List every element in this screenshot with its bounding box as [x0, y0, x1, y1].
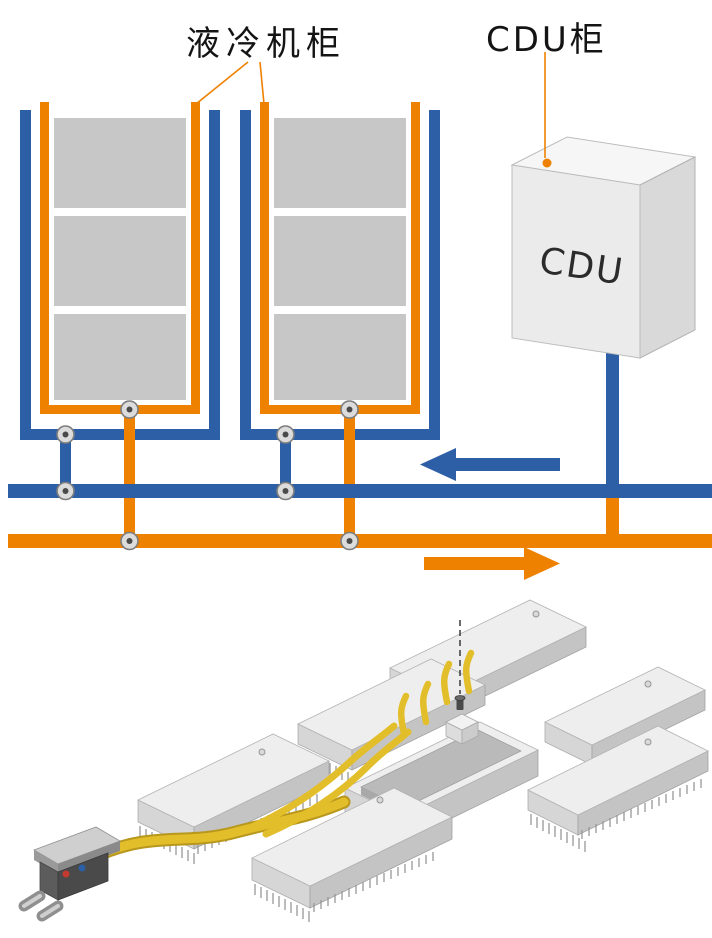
pipe-coupling — [56, 481, 75, 501]
cabinet2-supply-drop — [344, 414, 355, 548]
cold-plate-module — [137, 733, 330, 865]
cdu-leader-dot — [542, 158, 552, 168]
cold-plate-module — [527, 725, 709, 853]
pipe-coupling — [276, 481, 295, 501]
return-main-pipe — [8, 484, 712, 498]
connector-blue-marker — [78, 864, 86, 872]
coolant-tube — [441, 660, 453, 706]
mounting-screw — [454, 695, 466, 710]
cdu-return-drop — [606, 348, 619, 498]
cabinet1-return-frame — [20, 110, 220, 440]
server-unit — [274, 216, 406, 306]
pipe-coupling — [120, 400, 139, 419]
connector-red-marker — [62, 870, 70, 878]
server-unit — [274, 314, 406, 400]
coolant-tube — [420, 680, 432, 726]
liquid-cooling-cabinet-1 — [20, 102, 220, 548]
coolant-tube — [398, 692, 410, 738]
cold-plate-module — [251, 787, 453, 923]
server-unit — [54, 118, 186, 208]
cold-plate-assembly — [18, 599, 709, 923]
cabinet1-return-drop — [60, 440, 71, 498]
supply-main-pipe — [8, 534, 712, 548]
coolant-tubes — [85, 649, 475, 865]
cabinet1-supply-drop — [124, 414, 135, 548]
pipe-couplings — [56, 400, 359, 551]
cabinet-callout-label: 液冷机柜 — [186, 24, 346, 64]
supply-flow-arrow — [424, 547, 560, 580]
server-unit — [54, 314, 186, 400]
coolant-tube — [262, 728, 412, 838]
cabinet2-server-stack — [274, 118, 406, 400]
pipe-coupling — [120, 531, 139, 551]
coolant-tube — [463, 649, 475, 695]
cabinet1-server-stack — [54, 118, 186, 400]
return-flow-arrow — [420, 448, 560, 481]
cabinet-leader-lines — [195, 61, 265, 105]
cdu-cabinet: CDU — [510, 136, 697, 359]
cabinet2-return-frame — [240, 110, 440, 440]
cdu-front-face — [511, 164, 641, 359]
server-unit — [274, 118, 406, 208]
pipe-coupling — [56, 425, 75, 444]
liquid-cooling-cabinet-2 — [240, 102, 440, 548]
cabinet2-return-drop — [280, 440, 291, 498]
coolant-tube — [246, 722, 398, 832]
server-unit — [54, 216, 186, 306]
install-component — [445, 713, 479, 745]
cabinet1-supply-frame — [40, 102, 200, 414]
cabinet2-supply-frame — [260, 102, 420, 414]
cdu-side-face — [639, 156, 696, 359]
pipe-coupling — [276, 425, 295, 444]
quick-connector — [18, 826, 121, 922]
pipe-coupling — [340, 400, 359, 419]
pipe-coupling — [340, 531, 359, 551]
